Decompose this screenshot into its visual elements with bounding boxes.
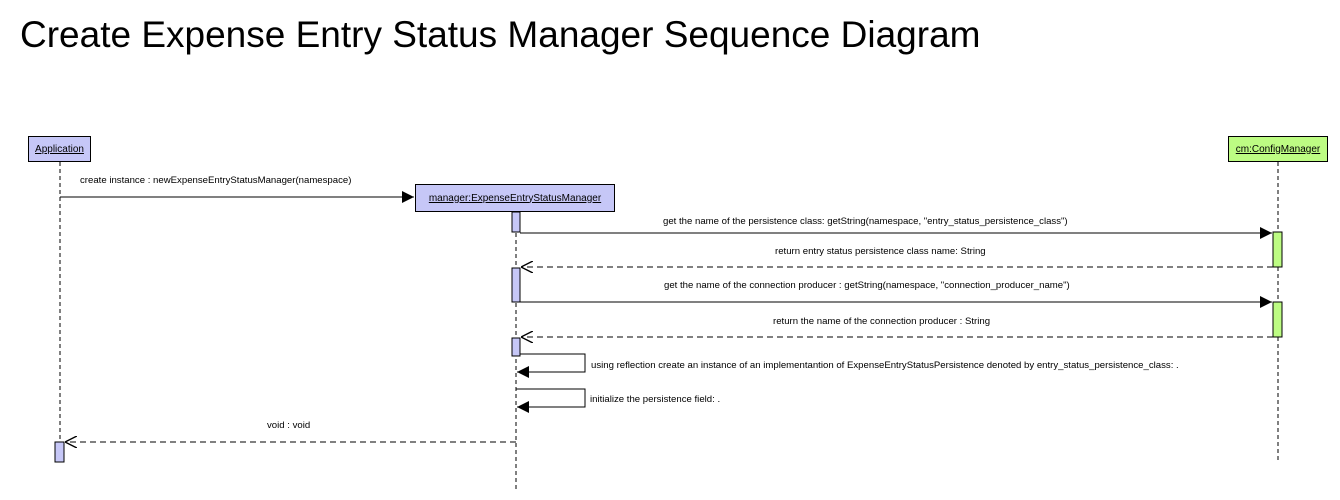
return-connection-producer-label: return the name of the connection produc… [773, 316, 990, 327]
return-void-label: void : void [267, 420, 310, 431]
application-activation-bar [54, 441, 65, 463]
manager-activation-bar [511, 337, 521, 357]
manager-activation-bar [511, 211, 521, 233]
initialize-self-call-label: initialize the persistence field: . [590, 394, 720, 405]
reflection-self-call-arrow [517, 353, 586, 378]
create-instance-label: create instance : newExpenseEntryStatusM… [80, 175, 351, 186]
participant-application[interactable]: Application [28, 136, 91, 162]
get-persistence-class-label: get the name of the persistence class: g… [663, 216, 1068, 227]
diagram-title: Create Expense Entry Status Manager Sequ… [20, 14, 981, 55]
config-activation-bar [1272, 231, 1283, 268]
reflection-self-call-label: using reflection create an instance of a… [591, 360, 1179, 371]
get-connection-producer-label: get the name of the connection producer … [664, 280, 1070, 291]
return-persistence-class-label: return entry status persistence class na… [775, 246, 986, 257]
config-activation-bar [1272, 301, 1283, 338]
initialize-self-call-arrow [516, 388, 586, 413]
participant-config-manager[interactable]: cm:ConfigManager [1228, 136, 1328, 162]
participant-manager[interactable]: manager:ExpenseEntryStatusManager [415, 184, 615, 212]
manager-activation-bar [511, 267, 521, 303]
